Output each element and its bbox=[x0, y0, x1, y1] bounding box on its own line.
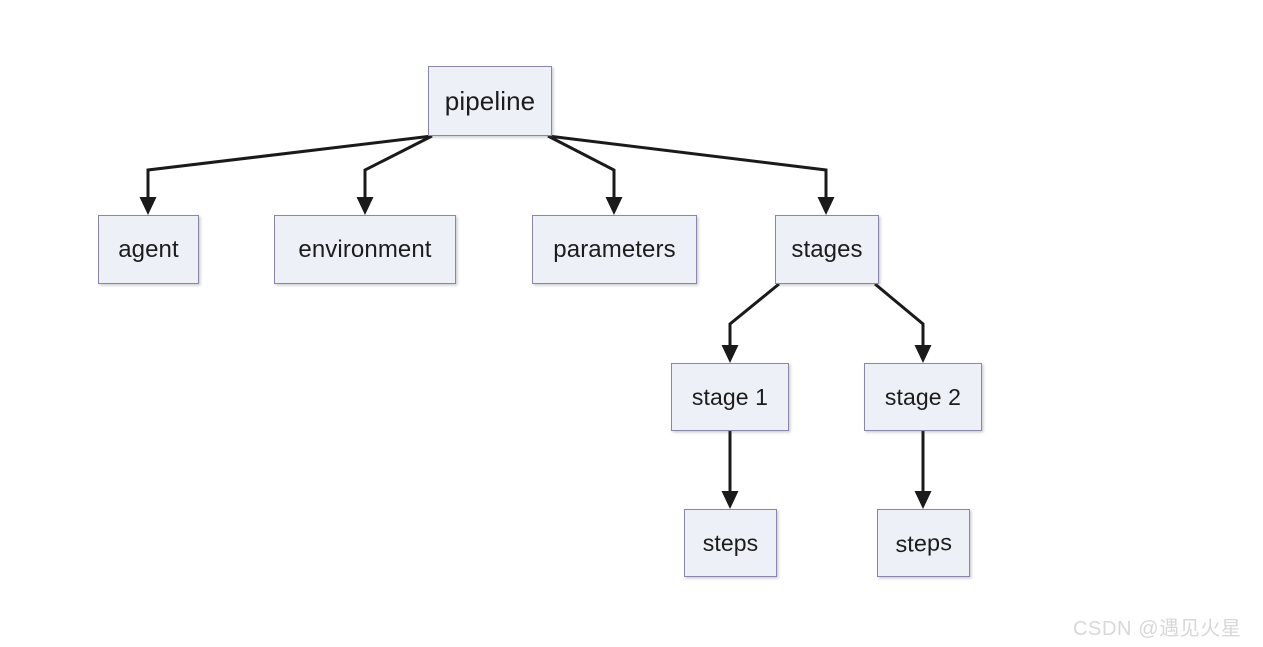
node-steps2[interactable]: steps bbox=[877, 509, 970, 577]
csdn-watermark: CSDN @遇见火星 bbox=[1073, 612, 1242, 641]
edge-paths bbox=[139, 134, 932, 509]
node-stage2[interactable]: stage 2 bbox=[864, 363, 982, 431]
node-label-stage1: stage 1 bbox=[691, 383, 769, 410]
node-label-environment: environment bbox=[298, 235, 432, 263]
node-label-steps2: steps bbox=[895, 528, 952, 557]
edge-pipeline-to-agent bbox=[146, 134, 433, 198]
edge-stages-to-stage1 bbox=[728, 282, 780, 346]
edge-pipeline-to-parameters bbox=[547, 134, 616, 198]
node-stage1[interactable]: stage 1 bbox=[671, 363, 789, 431]
node-stages[interactable]: stages bbox=[775, 215, 879, 284]
edge-pipeline-to-stages bbox=[547, 134, 828, 198]
edge-stages-to-stage2 bbox=[874, 282, 925, 346]
arrowhead-pipeline-to-parameters bbox=[605, 197, 623, 215]
arrowhead-pipeline-to-stages bbox=[817, 197, 835, 215]
node-parameters[interactable]: parameters bbox=[532, 215, 697, 284]
arrowhead-stages-to-stage2 bbox=[914, 345, 932, 363]
arrowhead-stages-to-stage1 bbox=[721, 345, 739, 363]
node-environment[interactable]: environment bbox=[274, 215, 456, 284]
arrowhead-pipeline-to-agent bbox=[139, 197, 157, 215]
node-label-pipeline: pipeline bbox=[444, 86, 536, 116]
watermark-text: CSDN @遇见火星 bbox=[1073, 618, 1242, 640]
node-agent[interactable]: agent bbox=[98, 215, 199, 284]
node-label-parameters: parameters bbox=[553, 235, 676, 263]
arrowhead-pipeline-to-environment bbox=[356, 197, 374, 215]
node-label-stage2: stage 2 bbox=[884, 383, 962, 410]
node-pipeline[interactable]: pipeline bbox=[428, 66, 552, 136]
node-label-steps1: steps bbox=[702, 529, 759, 556]
arrowhead-stage1-to-steps1 bbox=[721, 491, 739, 509]
node-label-stages: stages bbox=[791, 235, 863, 263]
edge-pipeline-to-environment bbox=[363, 134, 433, 198]
node-label-agent: agent bbox=[118, 235, 179, 263]
node-steps1[interactable]: steps bbox=[684, 509, 777, 577]
arrowhead-stage2-to-steps2 bbox=[914, 491, 932, 509]
